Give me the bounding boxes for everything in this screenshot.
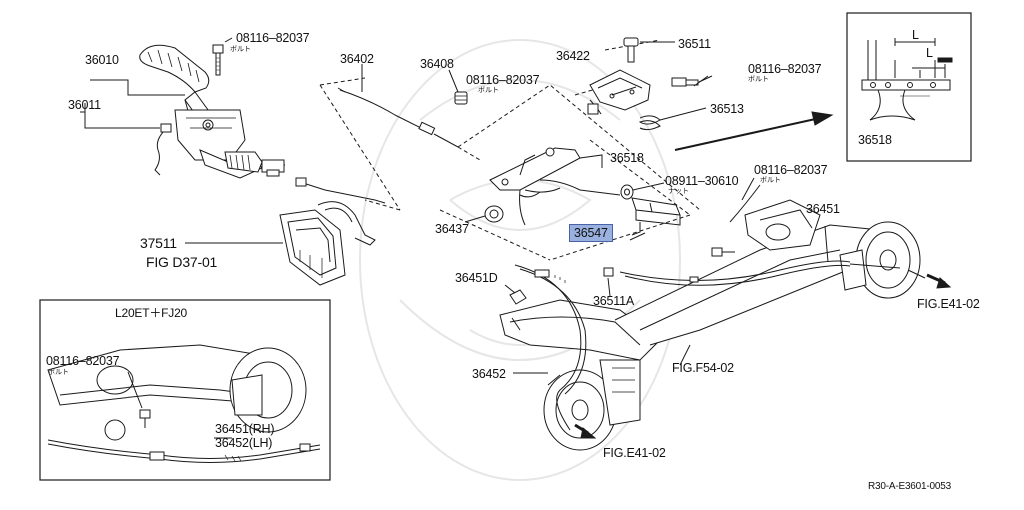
- label-36451: 36451: [806, 202, 840, 216]
- label-36402: 36402: [340, 52, 374, 66]
- handbrake-lever-drawing: [80, 37, 285, 179]
- label-bolt-mid: 08116–82037: [466, 73, 540, 87]
- inset-left-rh: 36451(RH): [215, 422, 275, 436]
- label-36511: 36511: [678, 37, 711, 51]
- label-36451d: 36451D: [455, 271, 498, 285]
- label-bolt-right: 08116–82037: [748, 62, 822, 76]
- label-bolt-top: 08116–82037: [236, 31, 310, 45]
- inset-left-bolt: 08116–82037: [46, 354, 120, 368]
- drawing-code: R30-A-E3601-0053: [868, 481, 951, 492]
- label-37511: 37511: [140, 235, 177, 251]
- label-36437: 36437: [435, 222, 469, 236]
- label-bolt-top-sub: ボルト: [230, 46, 251, 53]
- label-36511a: 36511A: [593, 294, 634, 308]
- label-36408: 36408: [420, 57, 454, 71]
- bracket-36422-drawing: [587, 37, 713, 131]
- label-36547-highlighted[interactable]: 36547: [569, 224, 613, 242]
- label-fig-e41-bottom[interactable]: FIG.E41-02: [603, 446, 666, 460]
- inset-top-dim-1: L: [912, 28, 919, 42]
- inset-top-part-label: 36518: [858, 133, 892, 147]
- label-36452: 36452: [472, 367, 506, 381]
- label-bolt-low: 08116–82037: [754, 163, 828, 177]
- label-nut-sub: ナット: [668, 188, 689, 195]
- label-36011: 36011: [68, 98, 101, 112]
- label-36518: 36518: [610, 151, 644, 165]
- inset-left-bolt-sub: ボルト: [48, 369, 69, 376]
- arrow-to-inset: [674, 111, 834, 151]
- grommet-36437-drawing: [464, 205, 504, 223]
- label-bolt-right-sub: ボルト: [748, 76, 769, 83]
- label-fig-d37[interactable]: FIG D37-01: [146, 254, 218, 270]
- label-fig-e41-right[interactable]: FIG.E41-02: [917, 297, 980, 311]
- inset-left-title: L20ET＋FJ20: [115, 306, 188, 320]
- label-36513: 36513: [710, 102, 744, 116]
- label-fig-f54[interactable]: FIG.F54-02: [672, 361, 734, 375]
- label-36010: 36010: [85, 53, 119, 67]
- label-nut: 08911–30610: [665, 174, 739, 188]
- inset-top-dim-2: L: [926, 46, 933, 60]
- equalizer-36518-drawing: [489, 147, 621, 226]
- boot-37511-drawing: [185, 201, 376, 286]
- label-bolt-low-sub: ボルト: [760, 177, 781, 184]
- inset-box-l20et: [39, 299, 331, 481]
- label-36422: 36422: [556, 49, 590, 63]
- inset-left-lh: 36452(LH): [215, 436, 273, 450]
- clip-36408-drawing: [448, 69, 468, 105]
- label-bolt-mid-sub: ボルト: [478, 87, 499, 94]
- rear-suspension-drawing: [499, 177, 952, 451]
- inset-box-36518: [846, 12, 972, 162]
- plate-36547-drawing: [620, 182, 681, 236]
- cable-36402-drawing: [295, 64, 459, 211]
